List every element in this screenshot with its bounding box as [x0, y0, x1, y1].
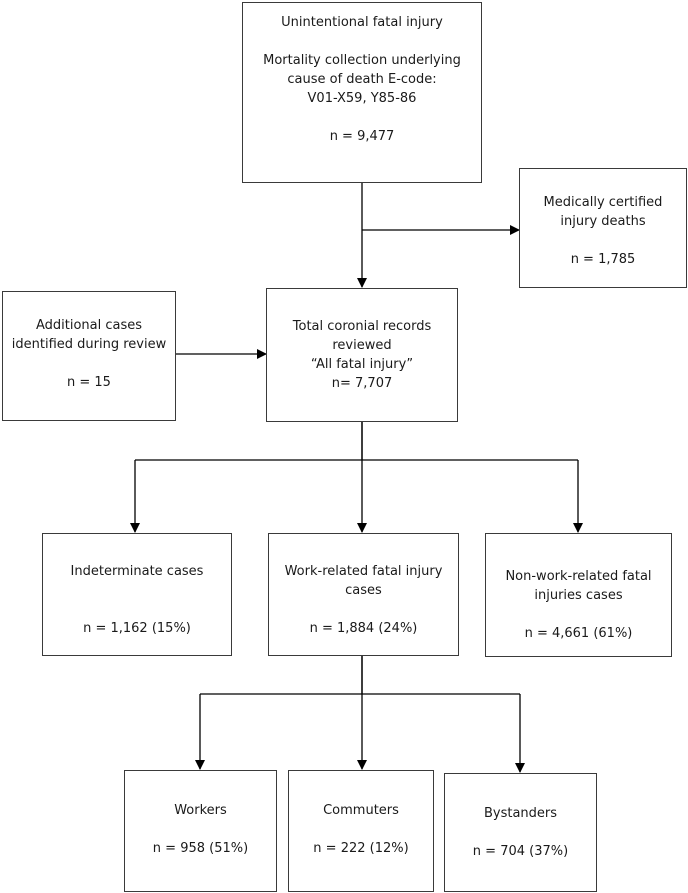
- box-text-line: cases: [345, 583, 382, 598]
- box-count: n = 222 (12%): [313, 841, 409, 856]
- box-title: Unintentional fatal injury: [281, 15, 443, 30]
- box-text-line: Work-related fatal injury: [284, 564, 443, 579]
- box-text-line: Medically certified: [543, 195, 663, 210]
- box-text-line: V01-X59, Y85-86: [307, 91, 417, 106]
- box-count: n= 7,707: [331, 376, 393, 391]
- box-text-line: Commuters: [323, 803, 399, 818]
- box-commuters: Commuters n = 222 (12%): [288, 770, 434, 892]
- box-text-line: injuries cases: [534, 588, 623, 603]
- box-work-related-cases: Work-related fatal injury cases n = 1,88…: [268, 533, 459, 656]
- box-text-line: identified during review: [11, 337, 167, 352]
- box-text-line: injury deaths: [560, 214, 646, 229]
- box-count: n = 1,884 (24%): [309, 621, 418, 636]
- box-text-line: Workers: [174, 803, 227, 818]
- box-medically-certified: Medically certified injury deaths n = 1,…: [519, 168, 687, 288]
- box-count: n = 1,162 (15%): [83, 621, 191, 636]
- box-text-line: “All fatal injury”: [310, 357, 414, 372]
- box-text-line: cause of death E-code:: [287, 72, 437, 87]
- box-text-line: Total coronial records: [292, 319, 432, 334]
- box-indeterminate-cases: Indeterminate cases n = 1,162 (15%): [42, 533, 232, 656]
- box-unintentional-fatal-injury: Unintentional fatal injury Mortality col…: [242, 2, 482, 183]
- box-text-line: Additional cases: [35, 318, 143, 333]
- box-count: n = 4,661 (61%): [524, 626, 633, 641]
- box-non-work-related-cases: Non-work-related fatal injuries cases n …: [485, 533, 672, 657]
- box-text-line: Non-work-related fatal: [505, 569, 652, 584]
- box-count: n = 15: [67, 375, 111, 390]
- box-bystanders: Bystanders n = 704 (37%): [444, 773, 597, 892]
- box-count: n = 958 (51%): [152, 841, 249, 856]
- box-text-line: Indeterminate cases: [70, 564, 204, 579]
- box-count: n = 9,477: [329, 129, 395, 144]
- box-workers: Workers n = 958 (51%): [124, 770, 277, 892]
- box-additional-cases: Additional cases identified during revie…: [2, 291, 176, 421]
- box-text-line: Mortality collection underlying: [263, 53, 461, 68]
- box-text-line: Bystanders: [483, 806, 558, 821]
- box-count: n = 704 (37%): [472, 844, 569, 859]
- box-total-coronial-records: Total coronial records reviewed “All fat…: [266, 288, 458, 422]
- box-text-line: reviewed: [332, 338, 392, 353]
- box-count: n = 1,785: [570, 252, 636, 267]
